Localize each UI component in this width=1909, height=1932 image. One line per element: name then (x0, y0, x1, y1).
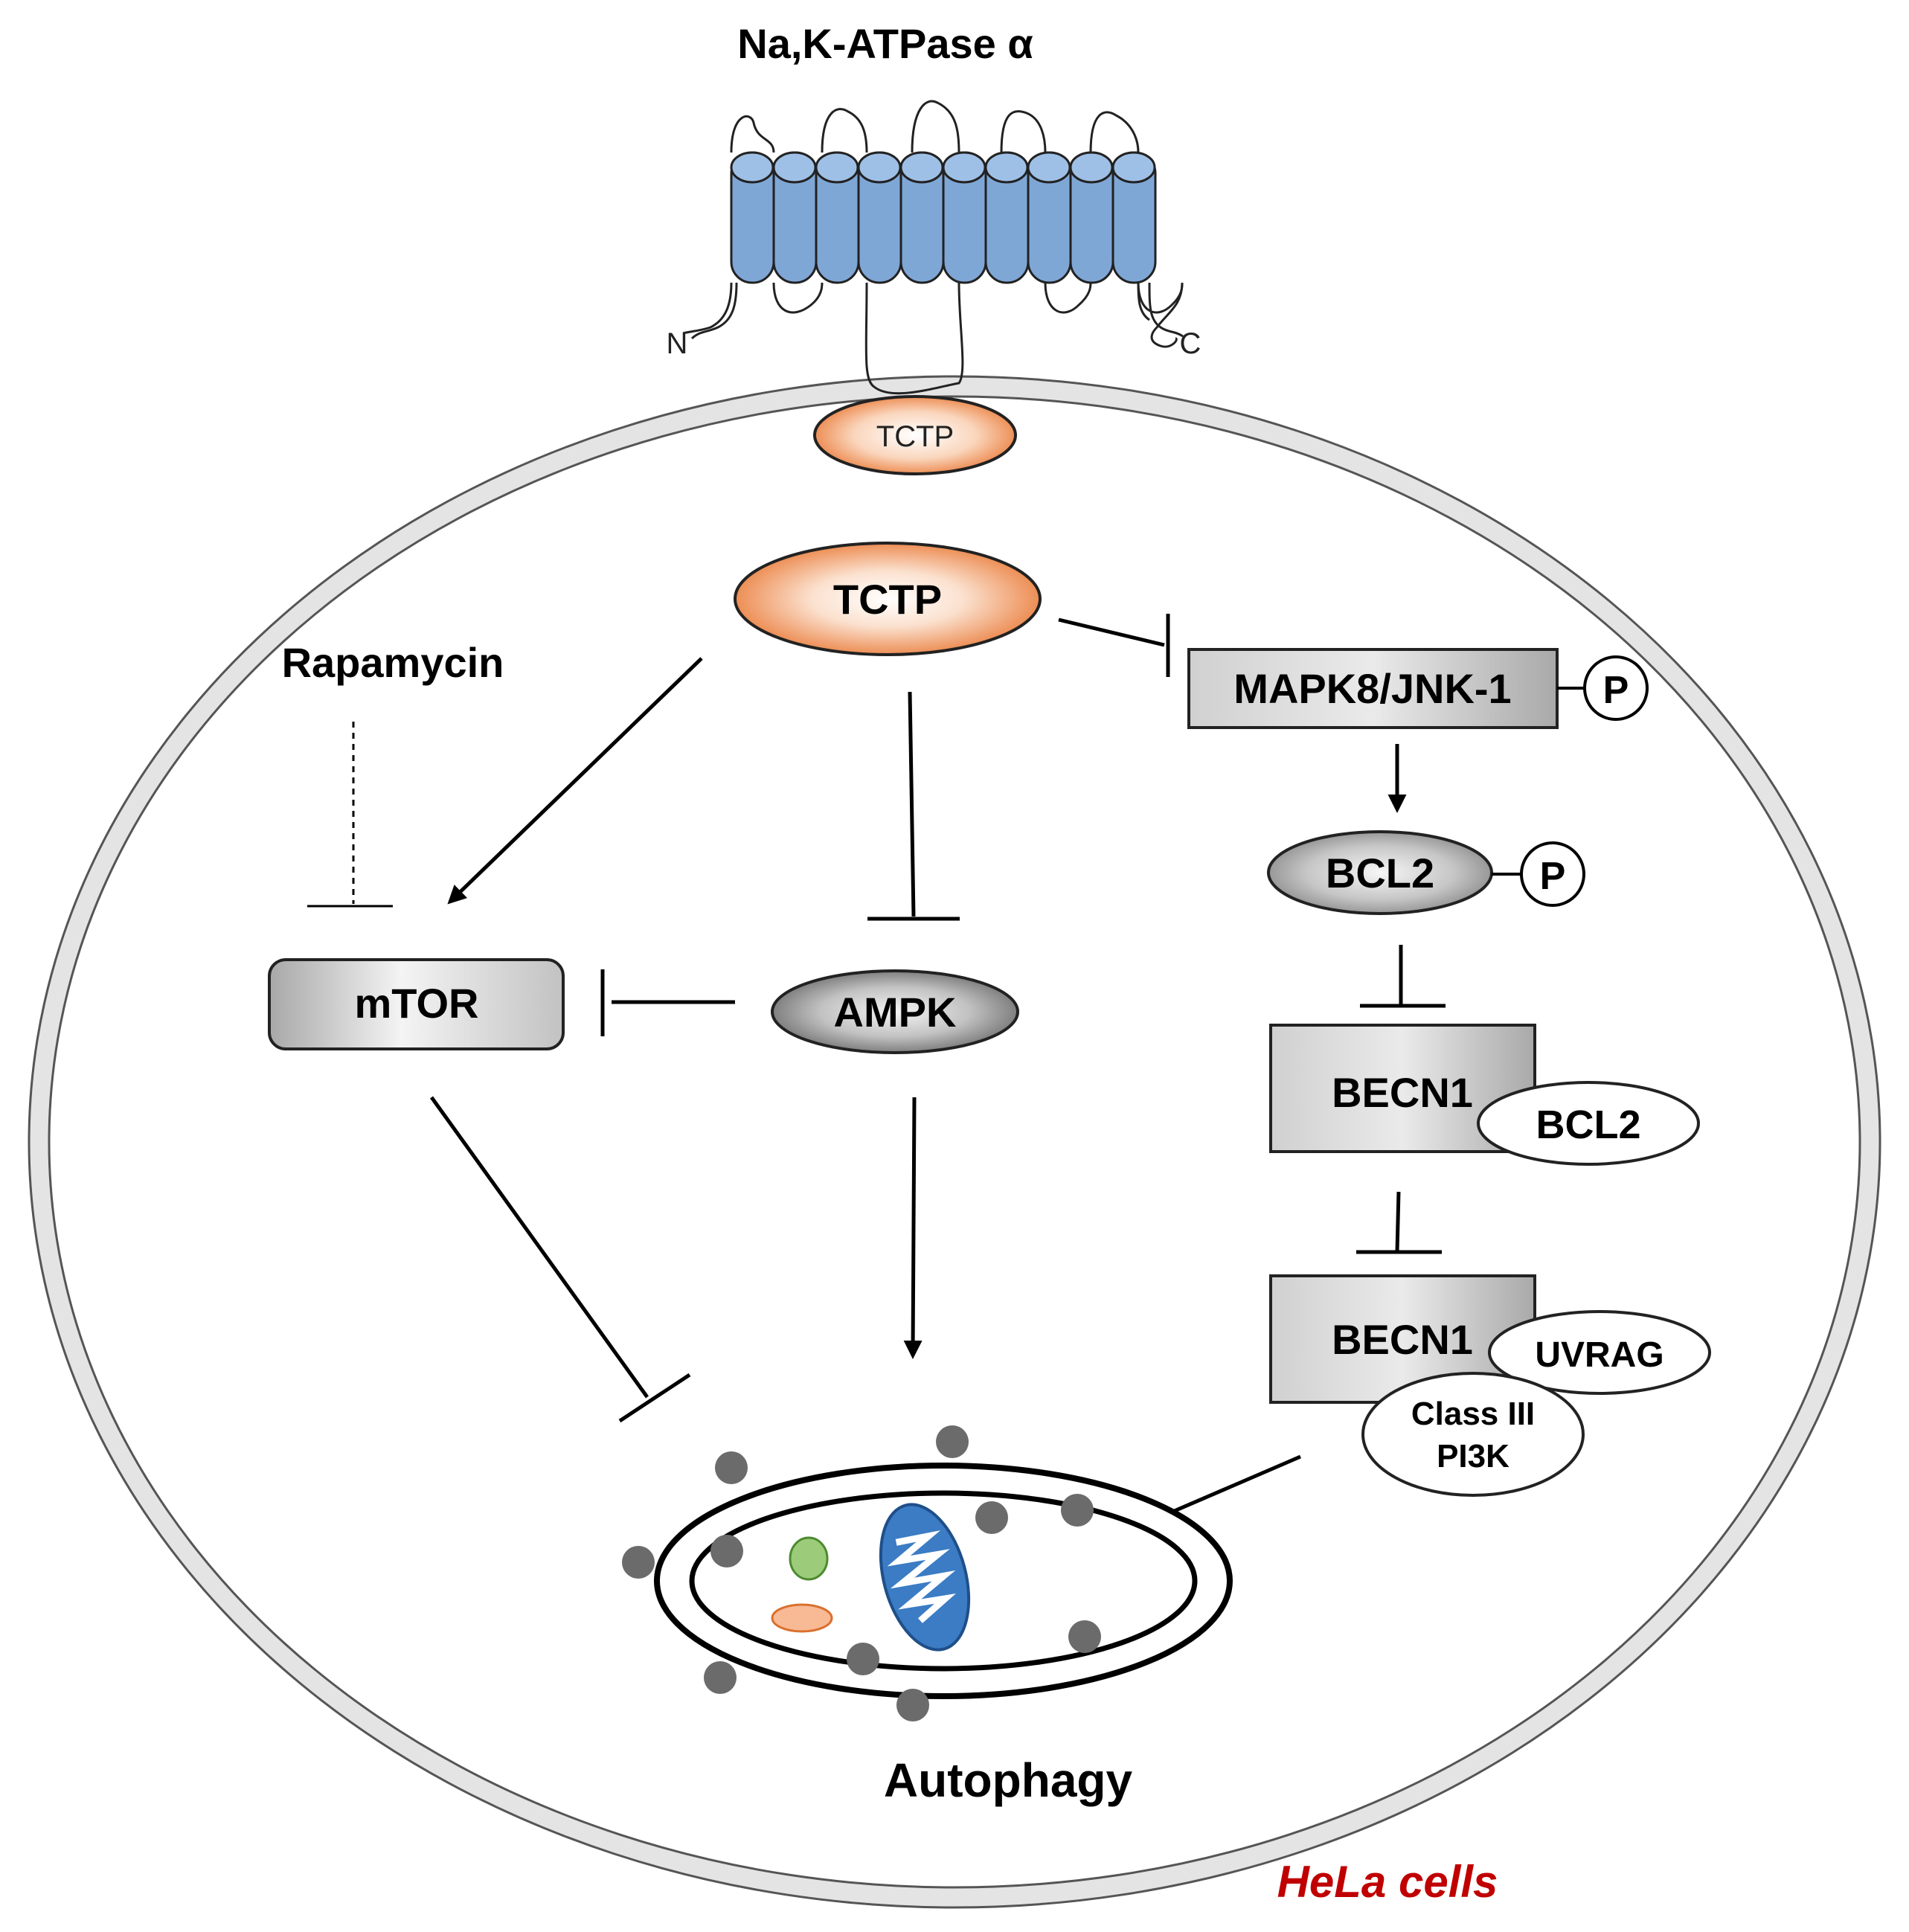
edge-becn1-autophagy (1152, 1454, 1301, 1522)
edge-ampk-autophagy (903, 1097, 923, 1359)
vesicle-green (789, 1536, 829, 1581)
tctp-membrane-node (813, 395, 1017, 475)
mapk8-phospho-circle (1583, 655, 1649, 721)
atpase-loops (682, 100, 1184, 395)
autophagy-label: Autophagy (884, 1753, 1133, 1807)
ampk-label: AMPK (834, 989, 957, 1036)
edge-mtor-autophagy-bar (618, 1373, 691, 1423)
bcl2-phospho-circle (1520, 841, 1585, 907)
atpase-helix-caps (730, 151, 1156, 184)
cell-type-label: HeLa cells (1277, 1857, 1498, 1907)
pi3k-node (1361, 1372, 1585, 1497)
bcl2-bound-label: BCL2 (1536, 1103, 1640, 1147)
bcl2-bound-node (1477, 1081, 1700, 1166)
atpase-helices (730, 151, 1157, 284)
becn1-a-label: BECN1 (1332, 1069, 1473, 1116)
pi3k-label-line1: Class III (1411, 1396, 1535, 1432)
edge-mtor-autophagy (429, 1096, 649, 1399)
c-terminus-label: C (1180, 327, 1201, 360)
uvrag-node (1488, 1310, 1711, 1395)
page-title: Na,K-ATPase α (737, 20, 1033, 67)
uvrag-label: UVRAG (1535, 1335, 1663, 1375)
cell-membrane (30, 377, 1879, 1907)
c-terminal-tail (1148, 282, 1184, 338)
edges (429, 614, 1446, 1522)
mtor-node (268, 958, 565, 1050)
bcl2-phospho-label: P (1540, 855, 1566, 898)
n-terminus-label: N (667, 327, 688, 360)
mapk8-phospho-label: P (1603, 669, 1629, 712)
cell-membrane-inner-line (48, 395, 1861, 1889)
edge-becn1-becn1 (1395, 1191, 1401, 1252)
n-terminal-tail (690, 282, 738, 340)
becn1-b-label: BECN1 (1332, 1316, 1473, 1363)
pi3k-label-line2: PI3K (1437, 1438, 1509, 1474)
bcl2-label: BCL2 (1326, 850, 1434, 896)
edge-tctp-mtor (447, 657, 703, 905)
mapk8-label: MAPK8/JNK-1 (1233, 665, 1511, 712)
ampk-node (771, 969, 1019, 1054)
cell-membrane-outer-line (28, 375, 1881, 1909)
tctp-membrane-label: TCTP (876, 420, 954, 453)
mitochondrion (879, 1503, 971, 1652)
edge-tctp-mapk8 (1058, 617, 1165, 647)
mtor-label: mTOR (355, 980, 479, 1027)
rapamycin-label: Rapamycin (282, 639, 504, 686)
tctp-label: TCTP (833, 576, 942, 623)
edge-tctp-ampk (908, 691, 916, 917)
tctp-node (734, 542, 1042, 656)
vesicle-orange (771, 1603, 833, 1633)
autophagosome-dots (622, 1425, 1101, 1721)
autophagosome (622, 1425, 1233, 1721)
